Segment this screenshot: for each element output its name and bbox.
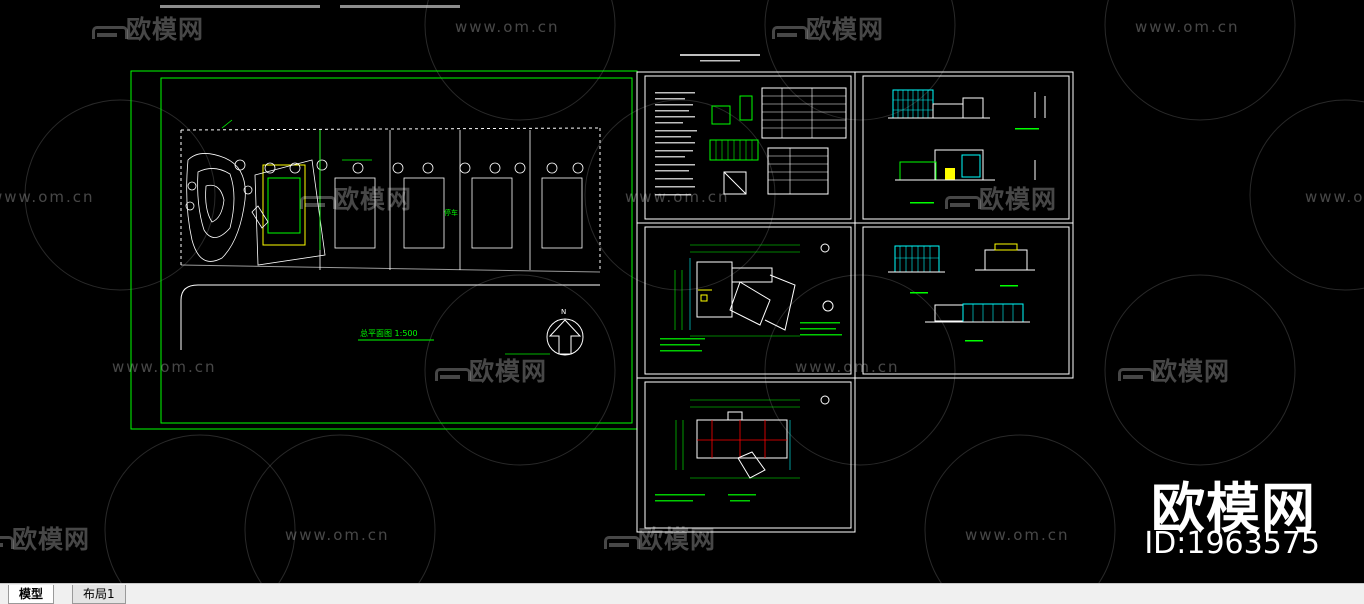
tab-layout-1[interactable]: 布局1 <box>72 585 126 604</box>
north-label: N <box>561 308 566 316</box>
site-plan-title: 总平面图 1:500 <box>360 328 418 338</box>
elevations-sheet-1[interactable] <box>854 71 1074 224</box>
tab-model[interactable]: 模型 <box>8 585 55 604</box>
watermark-circles <box>24 0 1364 583</box>
floor-plan-sheet-2[interactable] <box>636 377 856 533</box>
site-plan-sheet[interactable]: 停车 总平面图 1:500 N <box>130 5 638 430</box>
drawing-canvas[interactable]: 停车 总平面图 1:500 N <box>0 0 1364 583</box>
north-arrow-icon: N <box>546 308 584 356</box>
cad-model-space[interactable]: 停车 总平面图 1:500 N <box>0 0 1364 583</box>
model-id-label: ID:1963575 <box>1144 526 1320 561</box>
layout-tab-bar: 模型 布局1 <box>0 583 1364 604</box>
design-notes-sheet[interactable] <box>636 54 856 224</box>
brand-logo: 欧模网 <box>1151 477 1316 540</box>
svg-text:停车: 停车 <box>444 208 458 217</box>
elevations-sheet-2[interactable] <box>854 222 1074 379</box>
floor-plan-sheet-1[interactable] <box>636 222 856 379</box>
